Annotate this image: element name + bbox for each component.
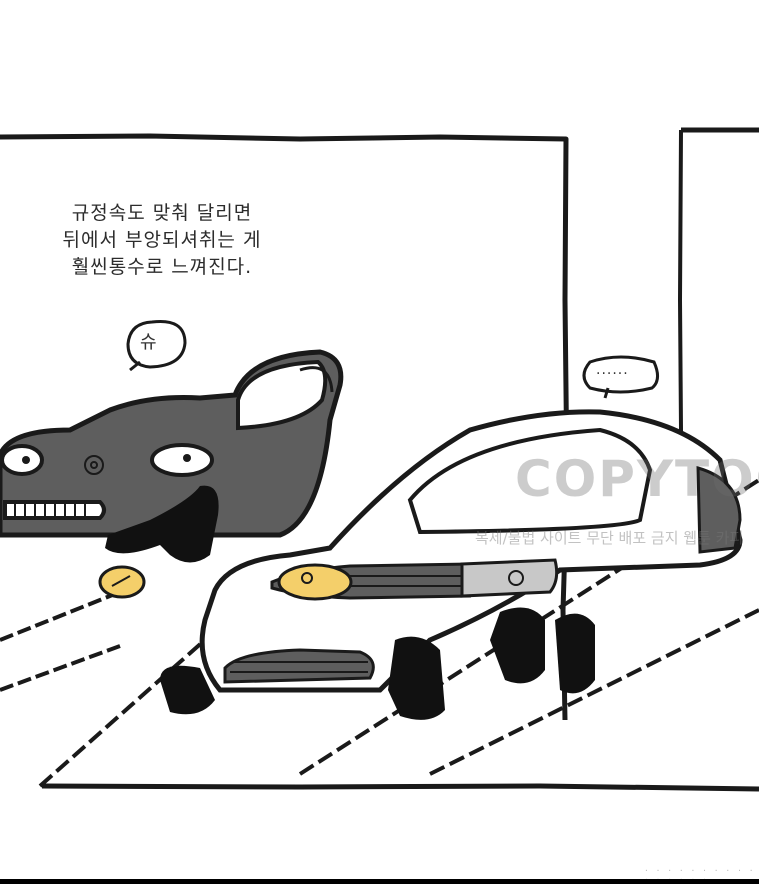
spiral-eye-icon xyxy=(84,455,104,475)
bottom-bar xyxy=(0,879,759,884)
panel-border-top xyxy=(0,133,569,142)
speech-bubble-icon xyxy=(126,319,187,372)
speech-bubble-icon xyxy=(582,355,659,399)
right-bubble-text: ...... xyxy=(596,362,629,378)
dark-car xyxy=(0,349,344,599)
narration-text: 규정속도 맞춰 달리면 뒤에서 부앙되셔취는 게 훨씬통수로 느껴진다. xyxy=(62,202,262,278)
watermark-logo: COPYTOON xyxy=(515,450,759,508)
white-car xyxy=(160,409,743,720)
left-bubble-text: 슈 xyxy=(140,332,157,353)
spiral-eye-icon xyxy=(508,570,524,586)
watermark-caption: 복제/불법 사이트 무단 배포 금지 웹툰 카피 xyxy=(475,529,744,547)
panel-border-bottom xyxy=(41,783,759,792)
